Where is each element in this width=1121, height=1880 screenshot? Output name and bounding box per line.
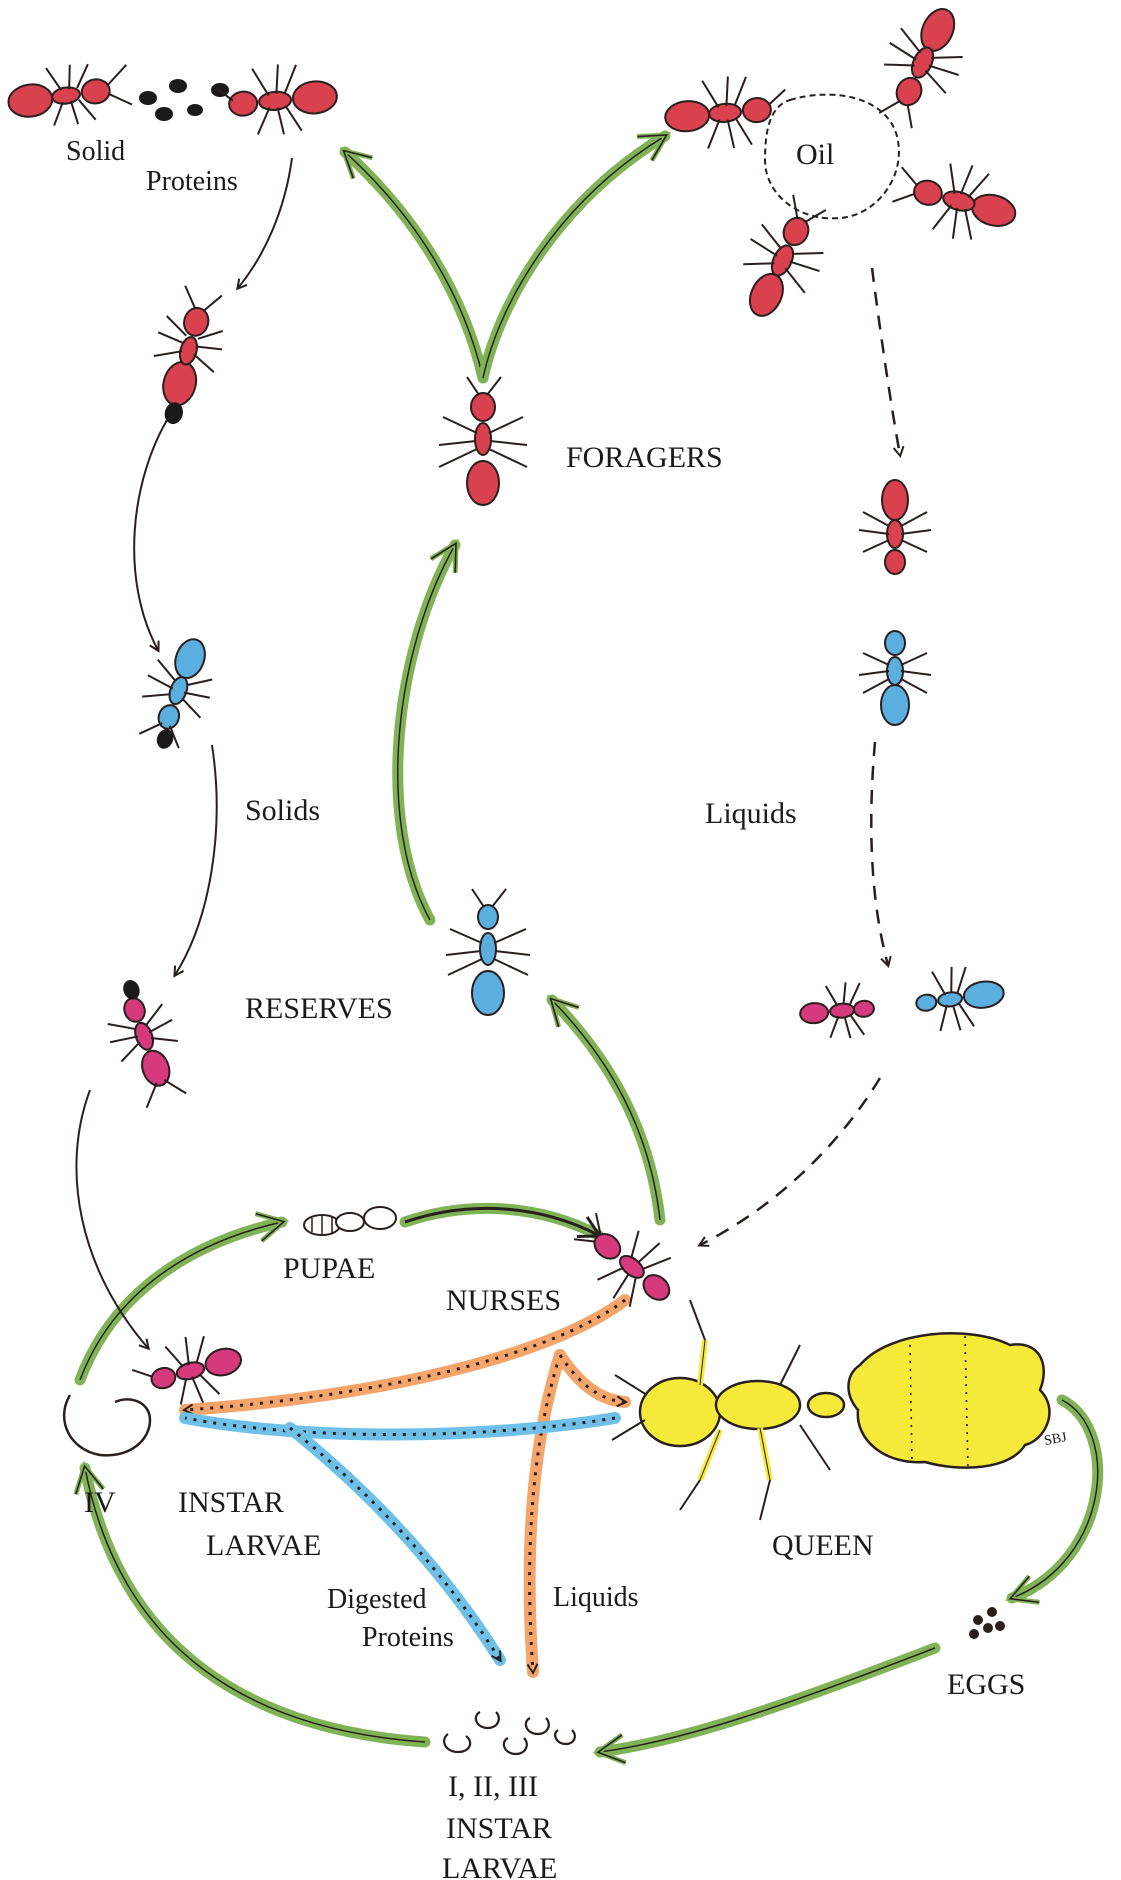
label-solid: Solid <box>66 136 125 167</box>
forager-ant-left-horizontal <box>4 57 133 133</box>
label-nurses: NURSES <box>446 1284 561 1317</box>
label-early-larvae-line3: LARVAE <box>442 1852 557 1880</box>
trophallaxis-reserve-to-nurse <box>798 960 1008 1042</box>
forager-split-arrow <box>345 136 665 378</box>
nurse-ant-carrying-solid <box>92 971 197 1112</box>
nurses-to-reserves-arrow <box>552 1000 660 1220</box>
trophallaxis-forager-to-reserve <box>859 480 931 725</box>
solid-food-arrows <box>76 158 292 1348</box>
label-digested-line1: Digested <box>327 1584 427 1615</box>
early-instar-larvae <box>444 1712 575 1754</box>
label-foragers: FORAGERS <box>566 441 723 474</box>
artist-signature: SBJ <box>1043 1430 1068 1449</box>
label-iv: IV <box>84 1486 116 1519</box>
larvae-to-pupae-arrow <box>80 1222 282 1380</box>
forager-ant-carrying-solid <box>136 282 235 431</box>
label-instar-larvae-line1: INSTAR <box>178 1486 284 1519</box>
label-solids: Solids <box>245 794 320 827</box>
oil-ant-top <box>861 0 981 137</box>
oil-ant-bottom <box>723 186 844 331</box>
reserve-ant-carrying-solid <box>126 628 227 758</box>
forager-ant-center <box>439 377 527 505</box>
label-oil: Oil <box>796 138 834 171</box>
liquid-food-arrows <box>700 268 900 1245</box>
label-eggs: EGGS <box>947 1668 1025 1701</box>
reserve-ant-center <box>446 889 530 1015</box>
oil-ant-right <box>887 148 1025 253</box>
pupae-to-nurses-arrow <box>405 1208 598 1235</box>
queen-ant <box>612 1300 1049 1520</box>
label-instar-larvae-line2: LARVAE <box>206 1529 321 1562</box>
label-early-larvae-line2: INSTAR <box>446 1812 552 1845</box>
forager-ant-top-right-of-pellets <box>212 60 340 140</box>
reserves-to-foragers-arrow <box>398 545 455 920</box>
pupa <box>304 1207 396 1235</box>
oil-ant-left <box>662 72 790 154</box>
label-early-larvae-line1: I, II, III <box>448 1770 538 1803</box>
label-proteins: Proteins <box>146 166 238 197</box>
eggs <box>969 1607 1005 1639</box>
label-pupae: PUPAE <box>283 1252 375 1285</box>
label-liquids-bottom: Liquids <box>553 1582 639 1613</box>
eggs-to-larvae-arrow <box>600 1648 935 1752</box>
label-reserves: RESERVES <box>245 992 393 1025</box>
label-queen: QUEEN <box>772 1529 874 1562</box>
iv-instar-larva <box>64 1395 150 1455</box>
label-digested-line2: Proteins <box>362 1622 454 1653</box>
label-liquids-top: Liquids <box>705 797 797 830</box>
solid-protein-pellets <box>139 79 229 121</box>
